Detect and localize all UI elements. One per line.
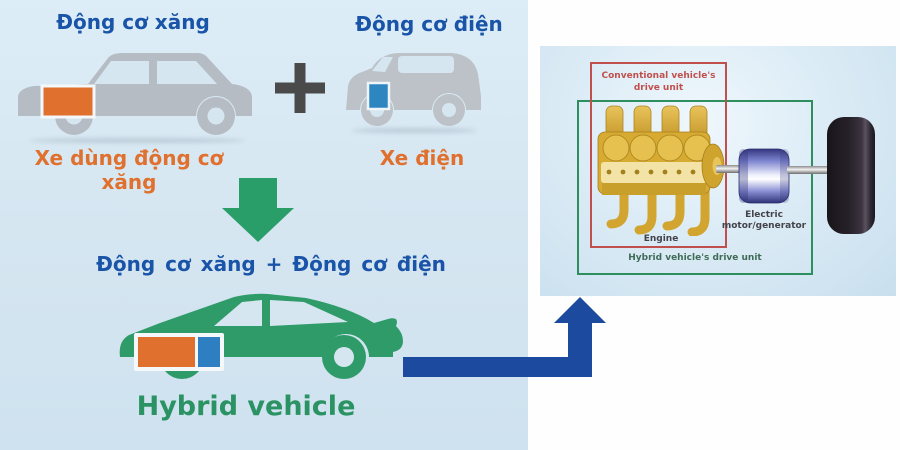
engine-motor-shaft (716, 165, 742, 173)
conventional-drive-unit-label: Conventional vehicle's drive unit (601, 71, 716, 93)
electric-motor-label: Electric motor/generator (721, 210, 807, 232)
down-arrow-icon (222, 178, 294, 242)
tire-icon (827, 117, 875, 234)
motor-wheel-shaft (787, 166, 829, 174)
conventional-drive-unit-box: Conventional vehicle's drive unit (590, 62, 727, 248)
hybrid-vehicle-caption: Hybrid vehicle (136, 391, 356, 422)
hybrid-gasoline-block (138, 337, 195, 367)
hybrid-electric-block (198, 337, 220, 367)
gasoline-engine-title: Động cơ xăng (56, 10, 210, 34)
gasoline-car-icon (18, 53, 252, 135)
car-shadow (30, 138, 245, 143)
plus-icon (275, 63, 325, 113)
electric-motor-block (366, 81, 391, 111)
hybrid-formula-text: Động cơ xăng + Động cơ điện (96, 252, 446, 276)
electric-motor-icon (738, 148, 790, 204)
hybrid-drive-unit-label: Hybrid vehicle's drive unit (628, 253, 762, 263)
left-panel: Động cơ xăng Động cơ điện (0, 0, 528, 450)
engine-icon (597, 105, 725, 236)
flow-arrow-icon (403, 297, 606, 377)
hybrid-power-unit (134, 333, 224, 371)
electric-car-caption: Xe điện (379, 146, 465, 170)
car-shadow (352, 128, 477, 133)
drive-unit-diagram: Conventional vehicle's drive unit (540, 46, 896, 296)
gasoline-engine-block (40, 84, 96, 119)
electric-car-icon (346, 53, 481, 126)
engine-label: Engine (643, 234, 679, 244)
hybrid-drive-unit-box (577, 100, 813, 275)
gasoline-car-caption: Xe dùng động cơ xăng (34, 146, 224, 194)
electric-engine-title: Động cơ điện (355, 12, 503, 36)
hybrid-car-icon (119, 293, 403, 379)
